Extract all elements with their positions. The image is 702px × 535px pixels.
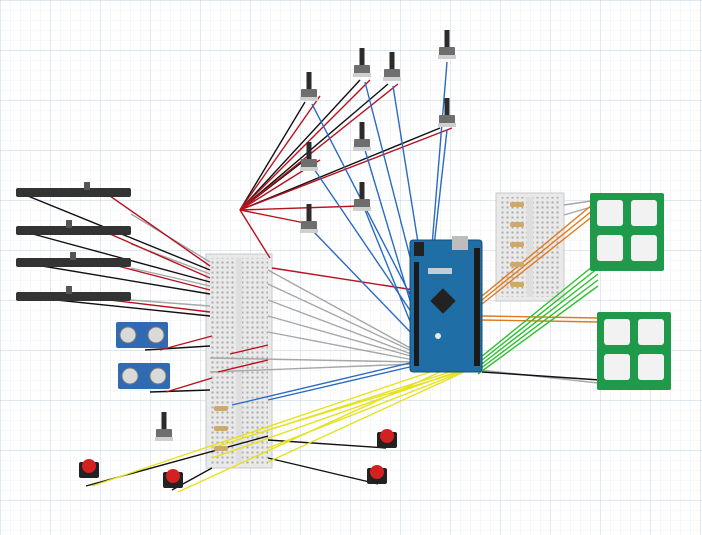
keypad-bottom-key[interactable] <box>638 354 664 380</box>
pushbutton[interactable] <box>367 465 387 484</box>
keypad-bottom-key[interactable] <box>638 319 664 345</box>
resistors-right <box>510 202 524 287</box>
wires <box>17 61 601 493</box>
pushbutton[interactable] <box>163 469 183 488</box>
slide-potentiometer[interactable] <box>16 220 131 235</box>
breadboard-right[interactable] <box>495 192 565 302</box>
keypad-top-key[interactable] <box>597 235 623 261</box>
slide-potentiometer[interactable] <box>16 182 131 197</box>
keypad-top[interactable] <box>590 193 664 271</box>
ultrasonic-sensor[interactable] <box>116 322 168 348</box>
keypad-top-key[interactable] <box>631 200 657 226</box>
microcontroller-board[interactable] <box>409 236 483 373</box>
resistors-left <box>214 406 228 451</box>
slide-potentiometer[interactable] <box>16 286 131 301</box>
keypad-top-key[interactable] <box>597 200 623 226</box>
keypad-top-key[interactable] <box>631 235 657 261</box>
keypad-bottom[interactable] <box>597 312 671 390</box>
pushbutton[interactable] <box>377 429 397 448</box>
ultrasonic-sensor[interactable] <box>118 363 170 389</box>
keypad-bottom-key[interactable] <box>604 354 630 380</box>
pushbutton[interactable] <box>79 459 99 478</box>
slide-potentiometer[interactable] <box>16 252 131 267</box>
keypad-bottom-key[interactable] <box>604 319 630 345</box>
